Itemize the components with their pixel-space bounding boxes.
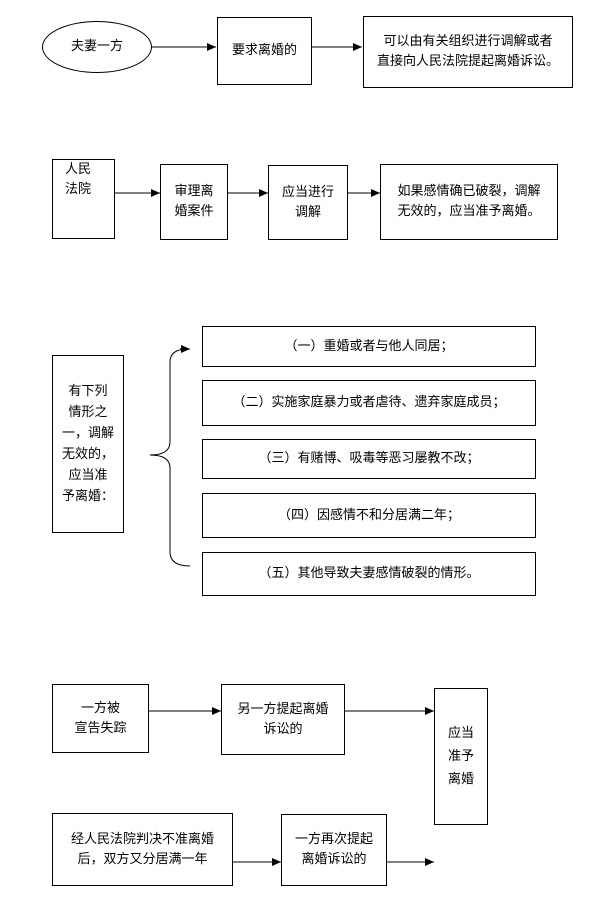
- node-option-line1: 可以由有关组织进行调解或者: [383, 34, 553, 49]
- node-item-1-label: （一）重婚或者与他人同居；: [284, 338, 454, 354]
- node-conditions-line: 有下列: [68, 384, 108, 399]
- node-grant-line: 准予: [447, 749, 474, 764]
- node-grant: 应当 准予 离婚: [434, 688, 488, 825]
- node-rejected-line1: 经人民法院判决不准离婚: [70, 831, 214, 847]
- node-result-line1: 如果感情确已破裂，调解: [397, 184, 541, 199]
- node-option-line2: 直接向人民法院提起离婚诉讼。: [376, 54, 559, 69]
- node-conditions-line: 情形之: [68, 405, 108, 420]
- node-other-party-line1: 另一方提起离婚: [237, 701, 329, 717]
- node-mediate-line2: 调解: [294, 204, 321, 220]
- node-result-line2: 无效的，应当准予离婚。: [397, 204, 541, 219]
- node-other-party-line2: 诉讼的: [263, 721, 303, 737]
- node-court: 人民 法院: [52, 159, 115, 239]
- node-other-party: 另一方提起离婚 诉讼的: [221, 684, 345, 755]
- node-result: 如果感情确已破裂，调解 无效的，应当准予离婚。: [380, 164, 558, 240]
- node-conditions-line: 一，调解: [61, 426, 114, 441]
- node-missing-line2: 宣告失踪: [74, 720, 127, 736]
- node-item-2: （二）实施家庭暴力或者虐待、遗弃家庭成员；: [202, 380, 536, 426]
- node-rejected: 经人民法院判决不准离婚 后，双方又分居满一年: [52, 813, 233, 886]
- node-trial: 审理离 婚案件: [160, 164, 228, 240]
- node-conditions-line: 应当准: [68, 468, 108, 483]
- node-item-4-label: （四）因感情不和分居满二年；: [277, 507, 460, 523]
- node-conditions-line: 无效的，: [61, 447, 114, 462]
- node-item-3: （三）有赌博、吸毒等恶习屡教不改；: [202, 439, 536, 479]
- node-court-line1: 人民: [65, 162, 92, 177]
- node-mediate: 应当进行 调解: [268, 165, 348, 240]
- node-conditions-line: 予离婚：: [61, 489, 114, 504]
- node-item-5-label: （五）其他导致夫妻感情破裂的情形。: [258, 566, 480, 581]
- node-demand: 要求离婚的: [217, 17, 312, 85]
- node-option: 可以由有关组织进行调解或者 直接向人民法院提起离婚诉讼。: [363, 16, 573, 88]
- node-trial-line2: 婚案件: [174, 204, 214, 219]
- node-again-line2: 离婚诉讼的: [301, 852, 367, 867]
- node-missing: 一方被 宣告失踪: [52, 684, 149, 753]
- node-grant-line: 离婚: [447, 772, 474, 787]
- node-again-line1: 一方再次提起: [294, 832, 373, 847]
- node-conditions: 有下列 情形之 一，调解 无效的， 应当准 予离婚：: [52, 355, 124, 533]
- node-missing-line1: 一方被: [80, 700, 120, 716]
- node-rejected-line2: 后，双方又分居满一年: [77, 851, 208, 867]
- node-item-5: （五）其他导致夫妻感情破裂的情形。: [202, 552, 536, 596]
- node-item-2-label: （二）实施家庭暴力或者虐待、遗弃家庭成员；: [232, 395, 506, 410]
- node-item-1: （一）重婚或者与他人同居；: [202, 326, 536, 367]
- node-party: 夫妻一方: [42, 21, 152, 73]
- node-mediate-line1: 应当进行: [281, 184, 334, 200]
- node-demand-label: 要求离婚的: [231, 43, 297, 58]
- node-court-line2: 法院: [65, 182, 92, 197]
- node-grant-line: 应当: [447, 726, 474, 741]
- node-again: 一方再次提起 离婚诉讼的: [281, 814, 387, 886]
- node-item-3-label: （三）有赌博、吸毒等恶习屡教不改；: [258, 451, 480, 466]
- node-trial-line1: 审理离: [174, 184, 214, 199]
- node-party-label: 夫妻一方: [70, 39, 123, 54]
- brace: [149, 348, 191, 567]
- node-item-4: （四）因感情不和分居满二年；: [202, 493, 536, 538]
